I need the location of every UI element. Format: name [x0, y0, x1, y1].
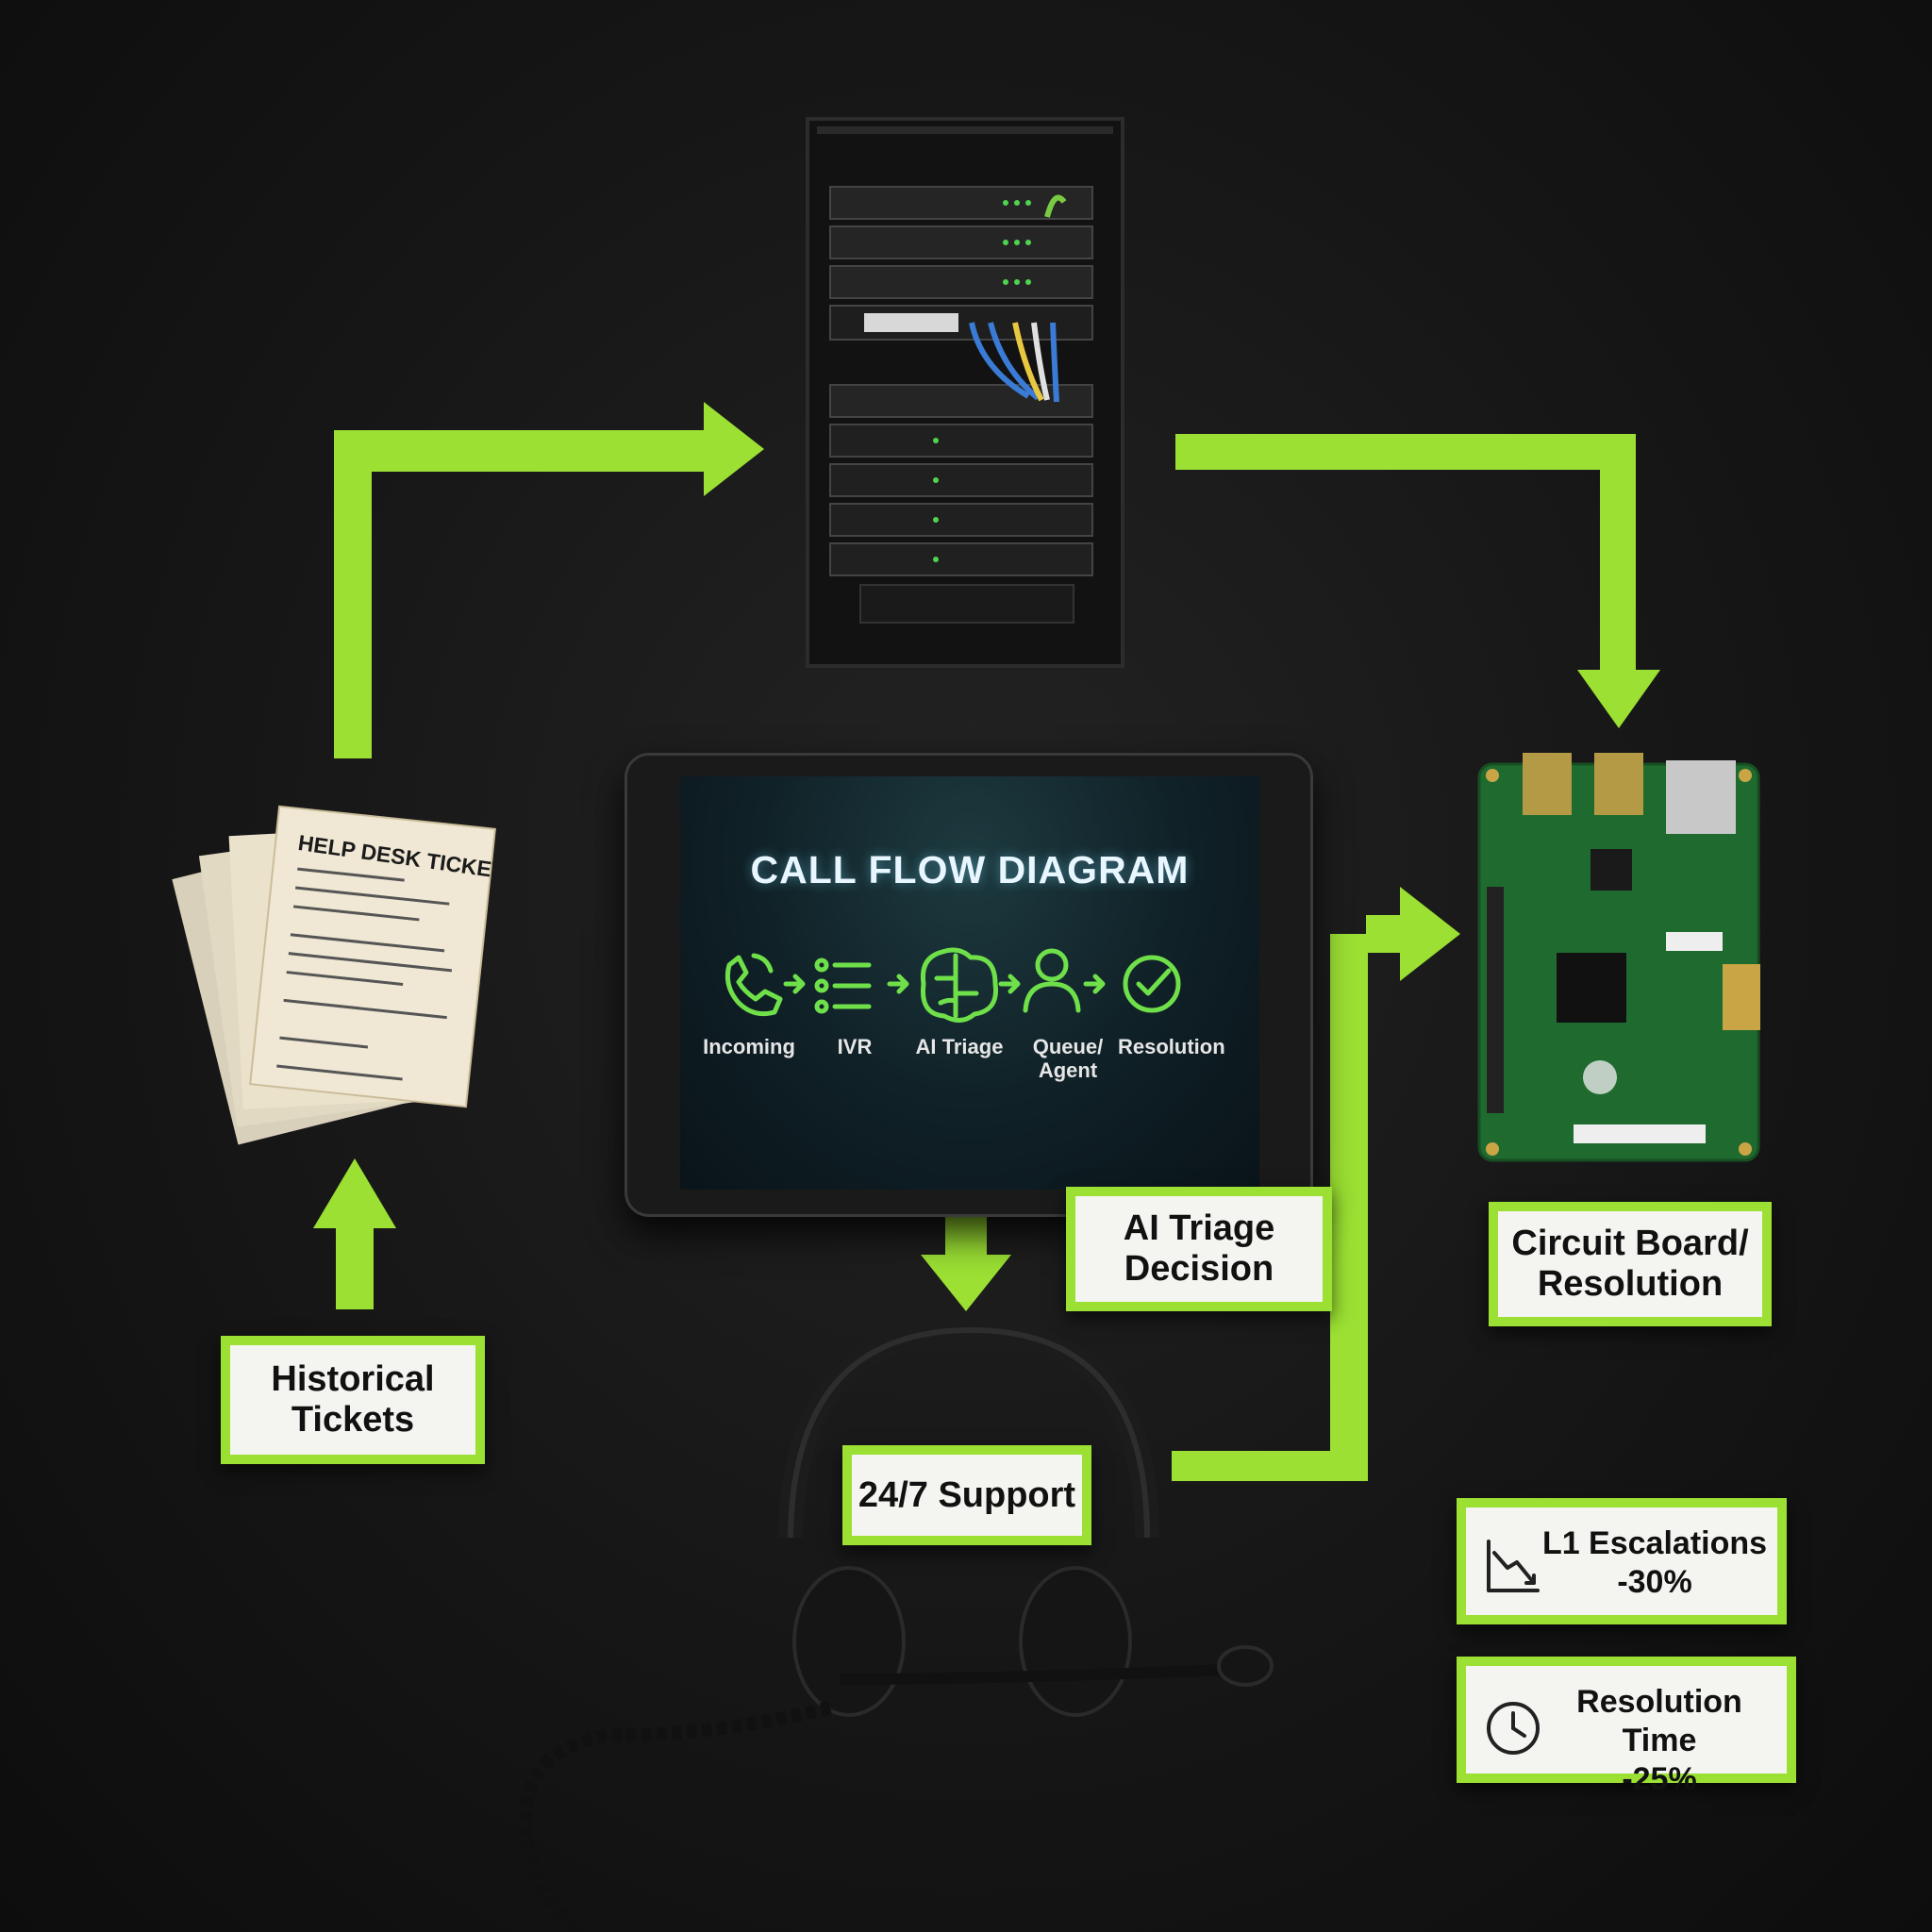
step-label-ivr: IVR	[837, 1035, 873, 1058]
clock-icon	[1487, 1702, 1540, 1755]
circuit-board-resolution-card: Circuit Board/ Resolution	[1489, 1202, 1772, 1326]
metric-value: -25%	[1622, 1760, 1697, 1797]
step-label-resolution: Resolution	[1118, 1035, 1225, 1058]
arrow-icon	[887, 974, 909, 994]
card-line: 24/7 Support	[858, 1474, 1076, 1515]
arrow-support-to-board	[1172, 887, 1460, 1481]
metric-text: Resolution Time -25%	[1541, 1683, 1777, 1798]
l1-escalations-metric: L1 Escalations -30%	[1457, 1498, 1787, 1624]
headset	[518, 1317, 1274, 1932]
brain-icon	[920, 947, 999, 1023]
list-icon	[814, 958, 872, 1014]
tablet-screen: CALL FLOW DIAGRAM	[680, 776, 1259, 1190]
flow-arrows	[313, 402, 1660, 1481]
card-line: Decision	[1124, 1249, 1274, 1289]
step-label-line: Queue/	[1032, 1035, 1104, 1058]
step-label-incoming: Incoming	[703, 1035, 795, 1058]
arrow-server-to-board	[1175, 434, 1660, 728]
trend-down-icon	[1487, 1540, 1540, 1592]
call-flow-title: CALL FLOW DIAGRAM	[750, 848, 1190, 891]
person-icon	[1023, 948, 1081, 1013]
card-line: AI Triage	[1123, 1208, 1275, 1249]
arrow-icon	[1083, 974, 1106, 994]
server-rack	[806, 117, 1124, 668]
support-card: 24/7 Support	[842, 1445, 1091, 1545]
checkmark-icon	[1123, 955, 1181, 1013]
help-desk-tickets	[172, 805, 496, 1145]
arrow-server-to-board	[1175, 436, 1636, 726]
metric-label: L1 Escalations	[1541, 1525, 1768, 1561]
ai-triage-decision-card: AI Triage Decision	[1066, 1187, 1332, 1311]
arrow-historical-up	[313, 1158, 396, 1309]
card-line: Historical	[271, 1359, 435, 1400]
call-flow-icons	[724, 947, 1181, 1023]
historical-tickets-card: Historical Tickets	[221, 1336, 485, 1464]
card-line: Resolution	[1537, 1264, 1724, 1304]
card-line: Tickets	[291, 1400, 415, 1440]
arrow-icon	[783, 974, 806, 994]
step-label-queue-agent: Queue/ Agent	[1016, 1035, 1120, 1083]
metric-value: -30%	[1617, 1563, 1692, 1600]
card-line: Circuit Board/	[1511, 1224, 1749, 1264]
tablet: CALL FLOW DIAGRAM	[625, 753, 1313, 1217]
phone-icon	[724, 953, 783, 1017]
circuit-board	[1477, 753, 1760, 1162]
resolution-time-metric: Resolution Time -25%	[1457, 1657, 1796, 1797]
step-label-line: Agent	[1038, 1058, 1098, 1083]
arrow-icon	[998, 974, 1021, 994]
step-label-ai-triage: AI Triage	[915, 1035, 1004, 1058]
metric-text: L1 Escalations -30%	[1541, 1524, 1768, 1602]
arrow-tickets-to-server	[334, 402, 764, 758]
metric-label: Resolution Time	[1576, 1684, 1742, 1758]
